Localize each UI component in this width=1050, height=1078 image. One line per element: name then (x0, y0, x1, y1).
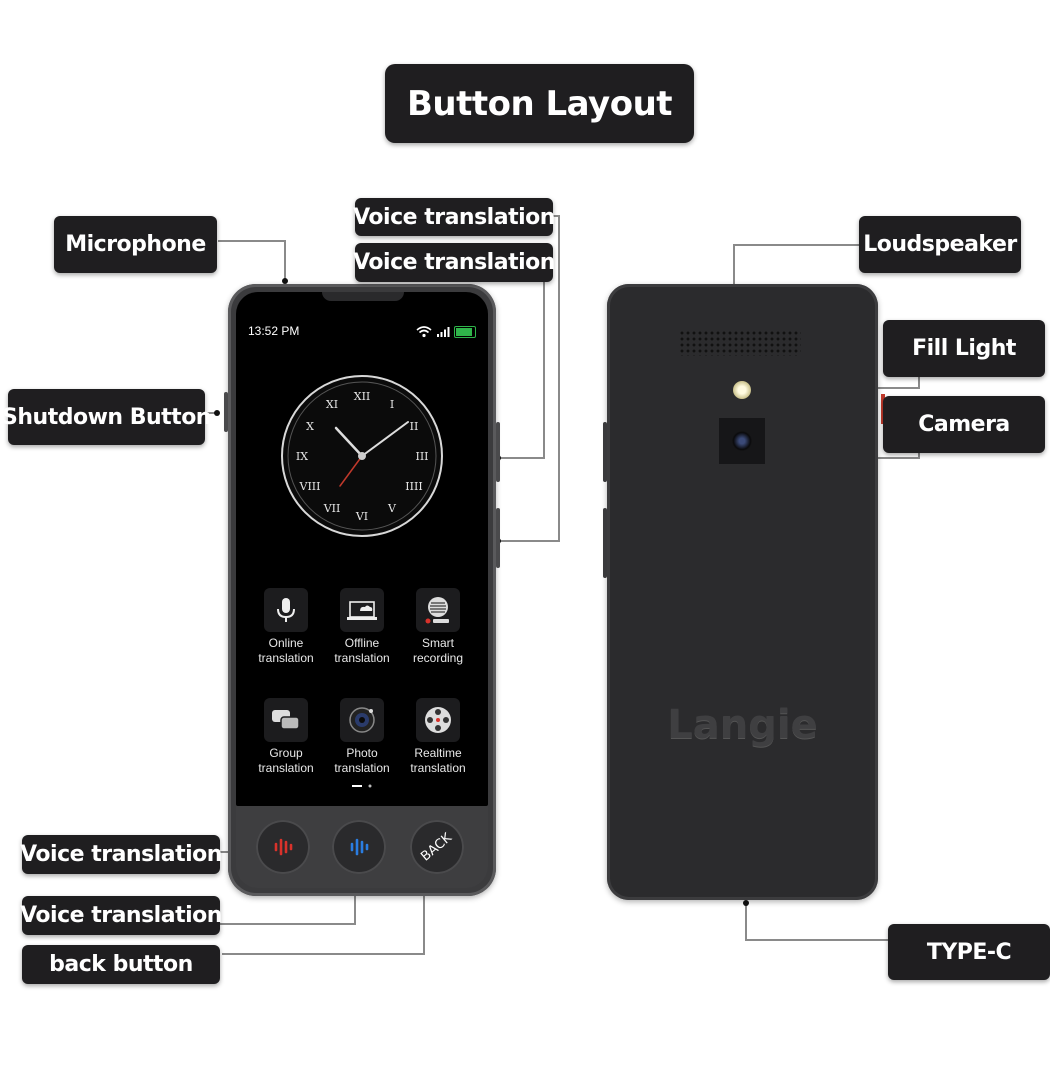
voice-key-blue[interactable] (332, 820, 386, 874)
clock-numeral: II (410, 420, 419, 433)
cloud-laptop-icon (340, 588, 384, 632)
callout-fill-light: Fill Light (883, 320, 1045, 377)
shutdown-side-button (224, 392, 228, 432)
callout-camera: Camera (883, 396, 1045, 453)
callout-voice-translation-top-1: Voice translation (353, 198, 555, 236)
app-label-line2: translation (410, 761, 466, 775)
callout-type-c: TYPE-C (888, 924, 1050, 980)
callout-loudspeaker: Loudspeaker (859, 216, 1021, 273)
line-voice-bottom-2 (220, 882, 356, 925)
app-label-line2: translation (334, 761, 390, 775)
line-microphone (218, 240, 286, 281)
app-label-line1: Photo (346, 746, 378, 760)
app-label-line2: recording (412, 651, 464, 665)
app-label-line2: translation (258, 761, 314, 775)
app-label-line1: Group (269, 746, 303, 760)
app-smart-recording[interactable]: Smart recording (398, 588, 478, 666)
clock-numeral: III (415, 450, 428, 463)
app-label-line2: translation (258, 651, 314, 665)
film-reel-icon (416, 698, 460, 742)
recorder-icon (416, 588, 460, 632)
app-group-translation[interactable]: Group translation (246, 698, 326, 776)
callout-shutdown-button: Shutdown Button (2, 389, 211, 445)
battery-icon (454, 325, 476, 338)
app-realtime-translation[interactable]: Realtime translation (398, 698, 478, 776)
rear-camera (719, 418, 765, 464)
chat-bubbles-icon (264, 698, 308, 742)
voice-wave-blue-icon (350, 838, 369, 856)
clock-numeral: IIII (405, 480, 422, 493)
callout-voice-translation-bottom-2: Voice translation (20, 896, 222, 935)
status-icons (416, 324, 476, 338)
voice-wave-red-icon (274, 838, 293, 856)
back-phone: Langie (603, 284, 885, 900)
clock-numeral: XI (326, 398, 338, 411)
clock-numeral: XII (354, 390, 371, 403)
callout-voice-translation-top-2: Voice translation (353, 243, 555, 282)
app-online-translation[interactable]: Online translation (246, 588, 326, 666)
notch (322, 292, 404, 301)
clock-numeral: X (306, 420, 314, 433)
app-photo-translation[interactable]: Photo translation (322, 698, 402, 776)
clock-numeral: IX (296, 450, 308, 463)
line-voice-top-2 (498, 261, 553, 459)
line-back (222, 882, 425, 955)
app-offline-translation[interactable]: Offline translation (322, 588, 402, 666)
fill-light (733, 381, 751, 399)
front-key-panel: BACK (236, 806, 488, 888)
callout-voice-translation-bottom-1: Voice translation (20, 835, 222, 874)
camera-icon (340, 698, 384, 742)
wifi-icon (416, 324, 436, 338)
brand-logo: Langie (667, 702, 818, 748)
app-label-line1: Online (268, 636, 304, 650)
callout-microphone: Microphone (54, 216, 217, 273)
clock-numeral: VII (323, 502, 341, 515)
camera-lens (732, 431, 752, 451)
voice-key-red[interactable] (256, 820, 310, 874)
app-label-line1: Offline (344, 636, 380, 650)
microphone-icon (264, 588, 308, 632)
line-type-c (745, 903, 889, 941)
signal-icon (436, 324, 454, 338)
voice-side-button-1 (496, 422, 500, 482)
line-voice-top-1 (498, 215, 560, 542)
app-label-line1: Smart (421, 636, 454, 650)
callout-back-button: back button (22, 945, 220, 984)
app-label-line1: Realtime (414, 746, 462, 760)
page-indicator (352, 784, 372, 788)
back-key[interactable]: BACK (410, 820, 464, 874)
voice-side-button-2 (496, 508, 500, 568)
clock-numeral: I (390, 398, 394, 411)
back-side-button-1 (603, 422, 607, 482)
back-key-label: BACK (418, 829, 456, 865)
clock-numeral: V (387, 502, 397, 515)
app-label-line2: translation (334, 651, 390, 665)
clock-numeral: VIII (299, 480, 321, 493)
loudspeaker-grille (679, 330, 801, 356)
status-time: 13:52 PM (248, 324, 300, 338)
page-title: Button Layout (385, 64, 694, 143)
back-side-button-2 (603, 508, 607, 578)
clock-numeral: VI (355, 510, 368, 523)
